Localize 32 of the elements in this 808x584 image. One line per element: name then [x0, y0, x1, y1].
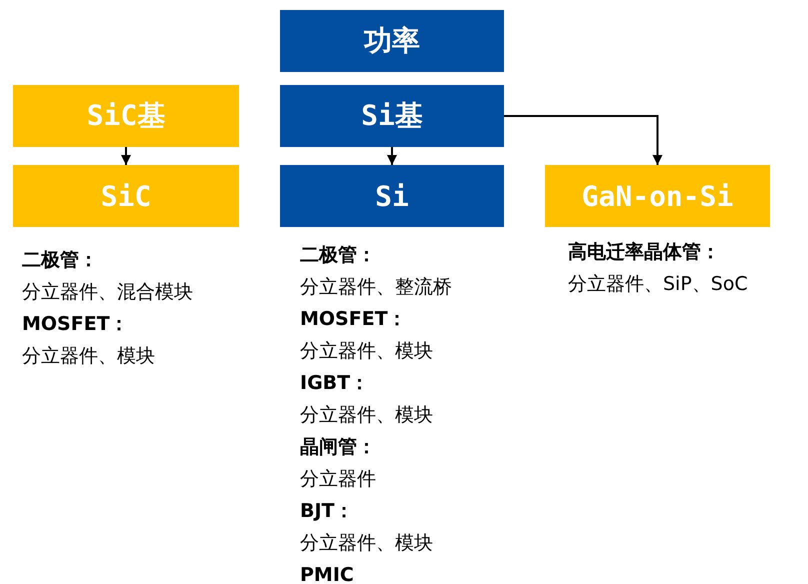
category-items: 分立器件、模块	[300, 531, 434, 556]
box-label: Si基	[361, 98, 423, 134]
process-box	[280, 10, 504, 72]
process-box	[280, 165, 504, 227]
box-label: GaN-on-Si	[582, 180, 734, 212]
category-items: 分立器件、模块	[300, 403, 434, 428]
box-label: 功率	[364, 23, 420, 59]
process-box	[13, 85, 239, 147]
category-items: 分立器件、混合模块	[22, 280, 193, 305]
box-label: SiC基	[86, 98, 166, 134]
category-heading: MOSFET：	[22, 312, 130, 337]
category-items: 分立器件、模块	[300, 339, 434, 364]
category-heading: 二极管：	[300, 243, 377, 268]
category-heading: 二极管：	[22, 248, 99, 273]
process-box	[545, 165, 770, 227]
arrow	[504, 115, 662, 165]
category-items: 分立器件、SiP、SoC	[568, 272, 748, 297]
process-box	[280, 85, 504, 147]
category-heading: 晶闸管：	[300, 435, 377, 460]
arrow	[121, 147, 131, 165]
category-heading: PMIC	[300, 563, 355, 584]
category-items: 分立器件	[300, 467, 377, 492]
category-items: 分立器件、模块	[22, 344, 156, 369]
category-items: 分立器件、整流桥	[300, 275, 452, 300]
category-heading: 高电迁率晶体管：	[568, 240, 721, 265]
box-label: SiC	[100, 180, 152, 212]
category-heading: MOSFET：	[300, 307, 408, 332]
category-heading: BJT：	[300, 499, 355, 524]
category-heading: IGBT：	[300, 371, 370, 396]
process-box	[13, 165, 239, 227]
box-label: Si	[375, 180, 409, 212]
arrow	[387, 147, 397, 165]
